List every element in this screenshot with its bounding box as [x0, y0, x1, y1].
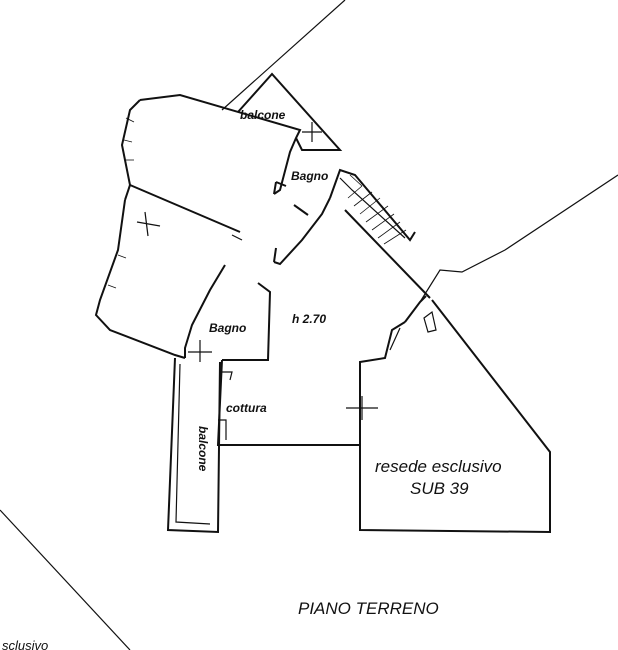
top-balcony [237, 72, 343, 151]
staircase [339, 174, 407, 245]
bagno-upper-label: Bagno [291, 169, 328, 183]
cut-off-label: sclusivo [2, 638, 48, 650]
bagno-lower-label: Bagno [209, 321, 246, 335]
floor-title: PIANO TERRENO [298, 599, 439, 618]
height-label: h 2.70 [292, 312, 326, 326]
balcone-side-label: balcone [196, 426, 210, 472]
apartment-walls [94, 93, 431, 446]
window-marks [107, 117, 243, 289]
kitchen-marks [218, 371, 233, 440]
balcone-top-label: balcone [240, 108, 286, 122]
sub-label: SUB 39 [410, 479, 469, 498]
door-marks [188, 122, 401, 420]
exclusive-area-label: resede esclusivo [375, 457, 502, 476]
exclusive-courtyard [359, 299, 551, 534]
side-balcony [166, 357, 221, 534]
cottura-label: cottura [226, 401, 267, 415]
